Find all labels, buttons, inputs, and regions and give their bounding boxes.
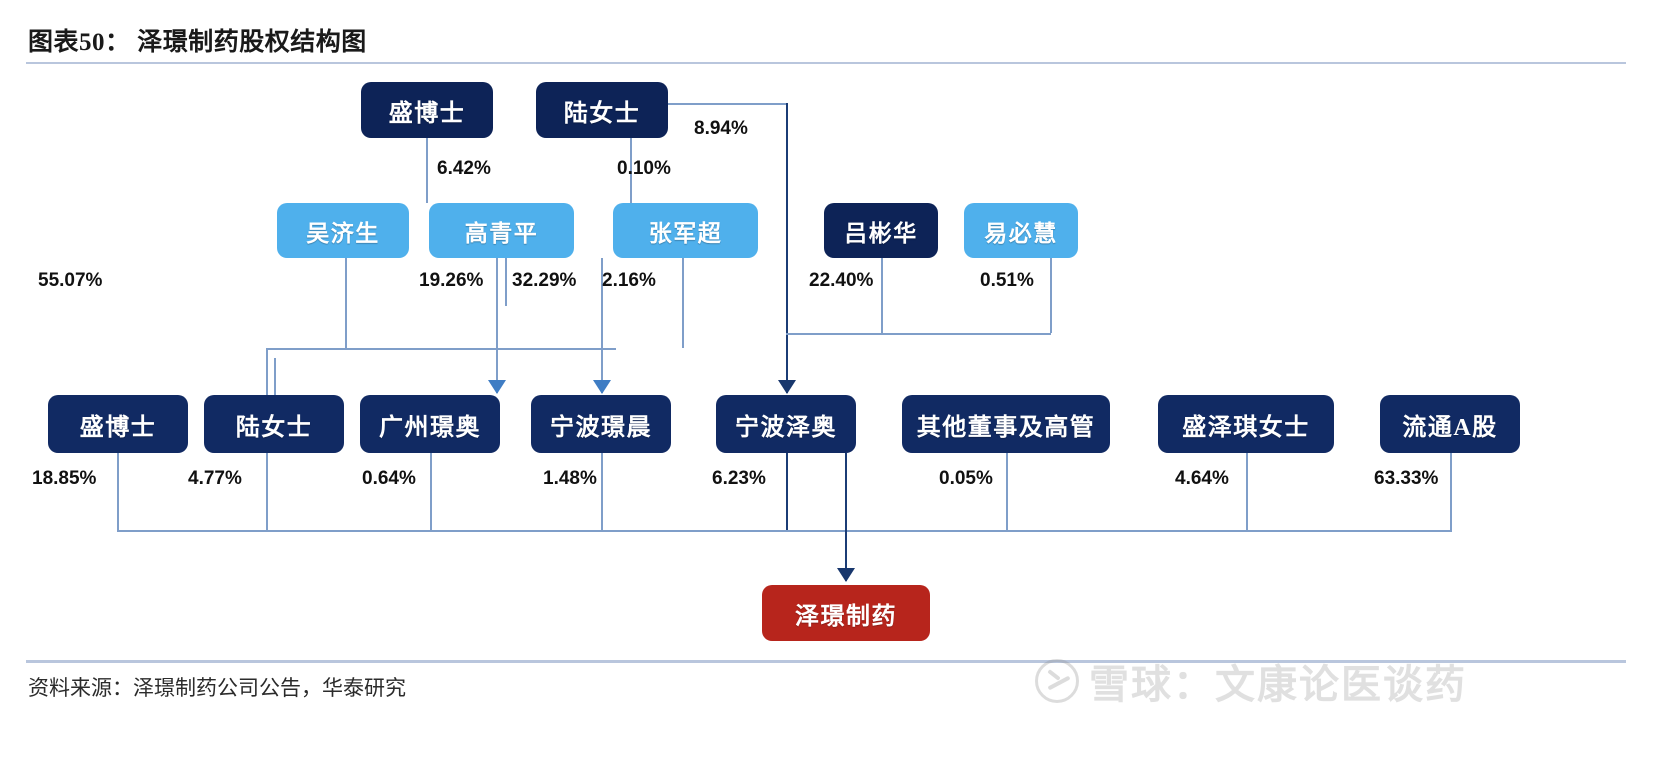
node-label: 吕彬华 bbox=[844, 220, 918, 246]
arrowhead-lu-to-zeao bbox=[778, 380, 796, 394]
edge-gao-to-guangzhou bbox=[496, 258, 498, 393]
pct-lu-to-zhang: 0.10% bbox=[617, 158, 671, 179]
node-lv-binhua[interactable]: 吕彬华 bbox=[824, 203, 938, 258]
page-title: 图表50： 泽璟制药股权结构图 bbox=[28, 29, 367, 56]
node-sheng-zeqi-ms[interactable]: 盛泽琪女士 bbox=[1158, 395, 1334, 453]
edge-lu-to-zhang bbox=[630, 138, 632, 203]
title-divider bbox=[26, 62, 1626, 64]
node-sheng-dr[interactable]: 盛博士 bbox=[48, 395, 188, 453]
pct-other-directors: 0.05% bbox=[939, 468, 993, 489]
edge-wu-v1 bbox=[345, 258, 347, 348]
node-label: 高青平 bbox=[464, 220, 539, 246]
edge-sheng-dr-down bbox=[117, 453, 119, 531]
edge-zhang-to-ningbo bbox=[601, 258, 603, 393]
node-other-directors[interactable]: 其他董事及高管 bbox=[902, 395, 1110, 453]
source-note: 资料来源：泽璟制药公司公告，华泰研究 bbox=[28, 676, 406, 700]
pct-lu-to-zeao: 8.94% bbox=[694, 118, 748, 139]
edge-yi-v bbox=[1050, 258, 1052, 333]
node-label: 其他董事及高管 bbox=[916, 414, 1096, 441]
node-sheng-dr-top[interactable]: 盛博士 bbox=[361, 82, 493, 138]
pct-lv-to-ningbo-zeao: 22.40% bbox=[809, 270, 874, 291]
arrowhead-zhang-to-ningbo bbox=[593, 380, 611, 394]
edge-guangzhou-down bbox=[430, 453, 432, 531]
pct-guangzhou-jingao: 0.64% bbox=[362, 468, 416, 489]
edge-lv-v bbox=[881, 258, 883, 333]
arrowhead-gao-to-guangzhou bbox=[488, 380, 506, 394]
node-yi-bihui[interactable]: 易必慧 bbox=[964, 203, 1078, 258]
pct-ningbo-jingchen: 1.48% bbox=[543, 468, 597, 489]
arrowhead-to-target bbox=[837, 568, 855, 582]
pct-wu-to-guangzhou: 55.07% bbox=[38, 270, 103, 291]
edge-lu-to-zeao-v bbox=[786, 103, 788, 393]
edge-ningbo-zeao-down bbox=[786, 453, 788, 531]
pct-lu-ms: 4.77% bbox=[188, 468, 242, 489]
node-label: 流通A股 bbox=[1402, 414, 1498, 441]
node-wu-jisheng[interactable]: 吴济生 bbox=[277, 203, 409, 258]
node-ningbo-jingchen[interactable]: 宁波璟晨 bbox=[531, 395, 671, 453]
pct-zhang-to-ningbo-jingchen: 2.16% bbox=[602, 270, 656, 291]
edge-gao-32-marker bbox=[505, 258, 507, 306]
edge-zhang-v-right bbox=[682, 258, 684, 348]
edge-circulating-down bbox=[1450, 453, 1452, 531]
pct-gao-to-guangzhou: 19.26% bbox=[419, 270, 484, 291]
edge-ningbo-jingchen-down bbox=[601, 453, 603, 531]
pct-sheng-dr: 18.85% bbox=[32, 468, 97, 489]
node-label: 广州璟奥 bbox=[379, 414, 481, 441]
edge-sheng-zeqi-down bbox=[1246, 453, 1248, 531]
edge-into-lu-ms bbox=[274, 358, 276, 395]
node-label: 盛博士 bbox=[79, 414, 157, 441]
edge-lu-to-zeao-h bbox=[668, 103, 787, 105]
node-label: 张军超 bbox=[648, 220, 723, 246]
node-ningbo-zeao[interactable]: 宁波泽奥 bbox=[716, 395, 856, 453]
edge-other-directors-down bbox=[1006, 453, 1008, 531]
node-label: 宁波璟晨 bbox=[550, 414, 652, 441]
pct-sheng-zeqi-ms: 4.64% bbox=[1175, 468, 1229, 489]
edge-lv-yi-h bbox=[786, 333, 1051, 335]
node-circulating-a-shares[interactable]: 流通A股 bbox=[1380, 395, 1520, 453]
node-label: 陆女士 bbox=[563, 100, 641, 127]
pct-circulating-a-shares: 63.33% bbox=[1374, 468, 1439, 489]
edge-sheng-to-gao bbox=[426, 138, 428, 203]
edge-bus-bar bbox=[117, 530, 1452, 532]
node-label: 易必慧 bbox=[984, 220, 1058, 246]
footer-divider bbox=[26, 660, 1626, 663]
node-zejing-pharma[interactable]: 泽璟制药 bbox=[762, 585, 930, 641]
node-label: 盛博士 bbox=[388, 100, 466, 127]
node-guangzhou-jingao[interactable]: 广州璟奥 bbox=[360, 395, 500, 453]
node-lu-ms-top[interactable]: 陆女士 bbox=[536, 82, 668, 138]
node-label: 陆女士 bbox=[235, 414, 313, 441]
xueqiu-logo-icon bbox=[1035, 659, 1079, 703]
node-gao-qingping[interactable]: 高青平 bbox=[429, 203, 574, 258]
node-label: 泽璟制药 bbox=[795, 603, 897, 630]
edge-lu-ms-down bbox=[266, 453, 268, 531]
pct-yi-to-ningbo-zeao: 0.51% bbox=[980, 270, 1034, 291]
node-label: 盛泽琪女士 bbox=[1182, 414, 1310, 441]
node-lu-ms[interactable]: 陆女士 bbox=[204, 395, 344, 453]
edge-wu-v-left bbox=[266, 348, 268, 420]
node-label: 吴济生 bbox=[306, 220, 380, 246]
node-label: 宁波泽奥 bbox=[735, 414, 837, 441]
edge-to-target bbox=[845, 453, 847, 581]
edge-wu-h bbox=[266, 348, 616, 350]
pct-sheng-to-gao: 6.42% bbox=[437, 158, 491, 179]
pct-ningbo-zeao: 6.23% bbox=[712, 468, 766, 489]
node-zhang-junchao[interactable]: 张军超 bbox=[613, 203, 758, 258]
pct-gao-to-ningbo-jingchen: 32.29% bbox=[512, 270, 577, 291]
